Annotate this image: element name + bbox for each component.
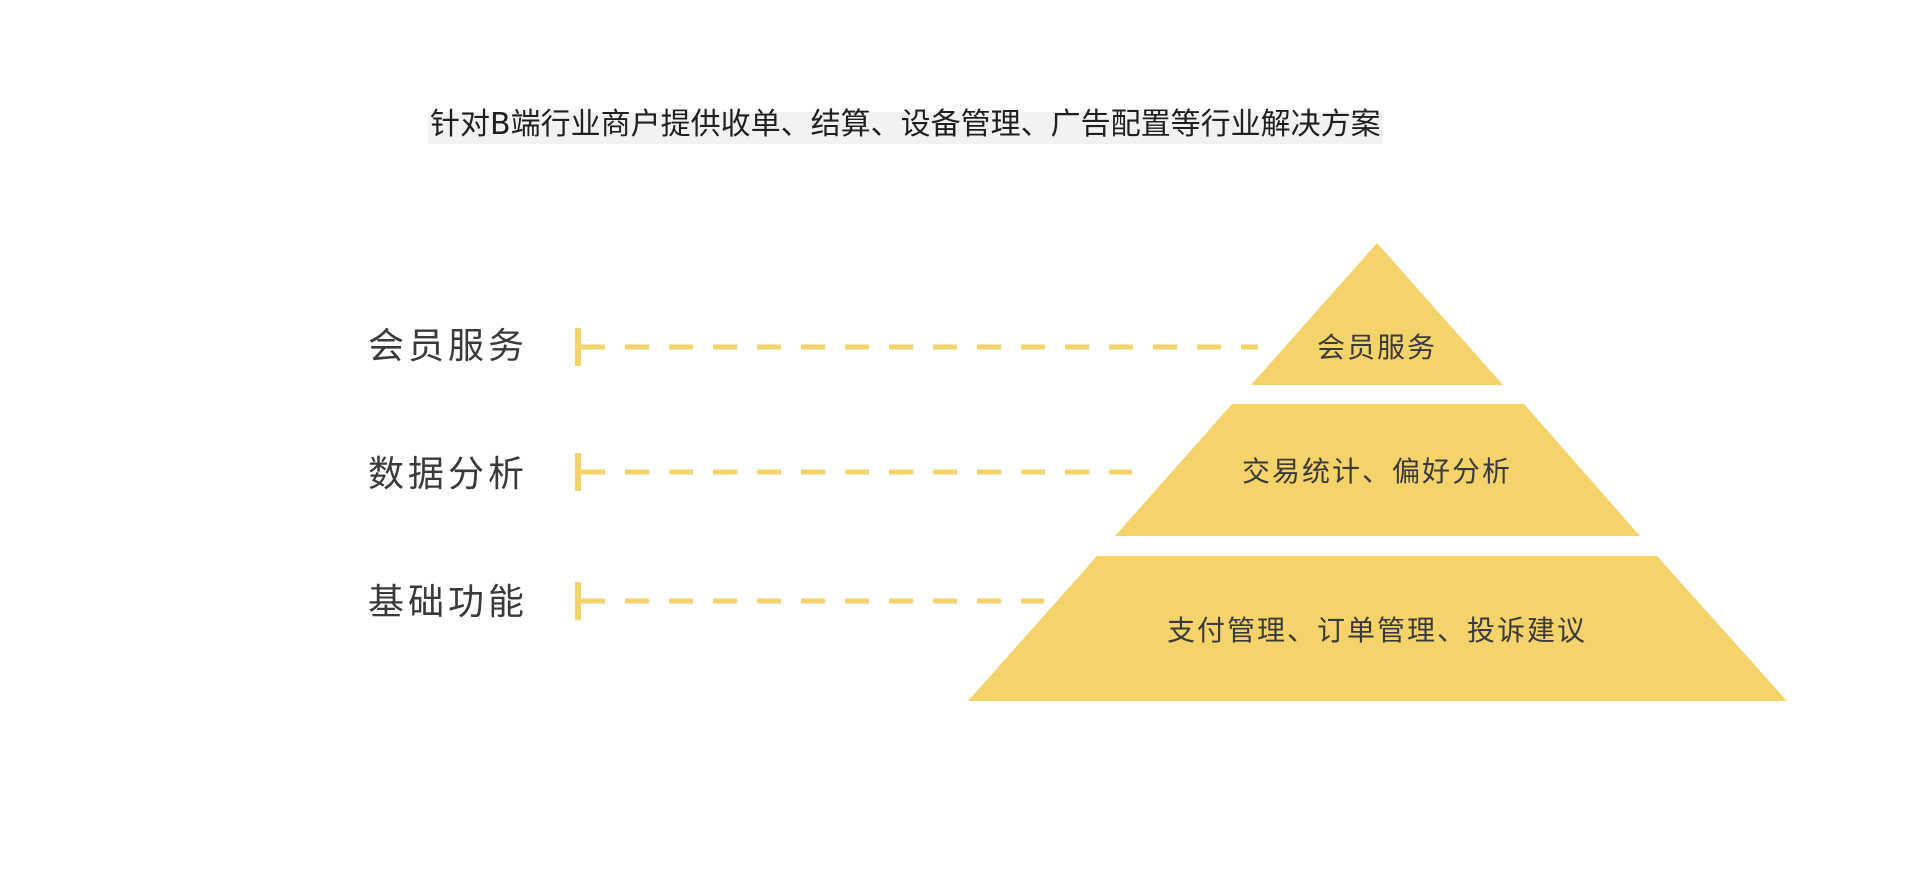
tier-shape	[1115, 404, 1640, 536]
connector-middle	[575, 453, 1132, 491]
diagram-title: 针对B端行业商户提供收单、结算、设备管理、广告配置等行业解决方案	[430, 107, 1381, 142]
tier-text: 会员服务	[1317, 331, 1437, 364]
connector-top	[575, 328, 1258, 366]
level-label-bottom: 基础功能	[368, 582, 528, 623]
connector-tick	[575, 453, 581, 491]
level-label-middle: 数据分析	[368, 454, 528, 495]
pyramid: 会员服务 交易统计、偏好分析 支付管理、订单管理、投诉建议	[968, 243, 1787, 701]
connector-tick	[575, 582, 581, 620]
tier-text: 支付管理、订单管理、投诉建议	[1167, 614, 1587, 647]
pyramid-tier-top: 会员服务	[1251, 243, 1503, 385]
tier-shape	[1251, 243, 1503, 385]
connectors	[575, 328, 1258, 620]
level-label-top: 会员服务	[368, 326, 528, 367]
tier-shape	[968, 556, 1787, 701]
pyramid-tier-middle: 交易统计、偏好分析	[1115, 404, 1640, 536]
connector-bottom	[575, 582, 1044, 620]
pyramid-tier-bottom: 支付管理、订单管理、投诉建议	[968, 556, 1787, 701]
connector-tick	[575, 328, 581, 366]
title-block: 针对B端行业商户提供收单、结算、设备管理、广告配置等行业解决方案	[428, 107, 1383, 144]
tier-text: 交易统计、偏好分析	[1242, 455, 1512, 488]
title-background	[428, 112, 1383, 144]
row-labels: 会员服务 数据分析 基础功能	[368, 326, 528, 623]
